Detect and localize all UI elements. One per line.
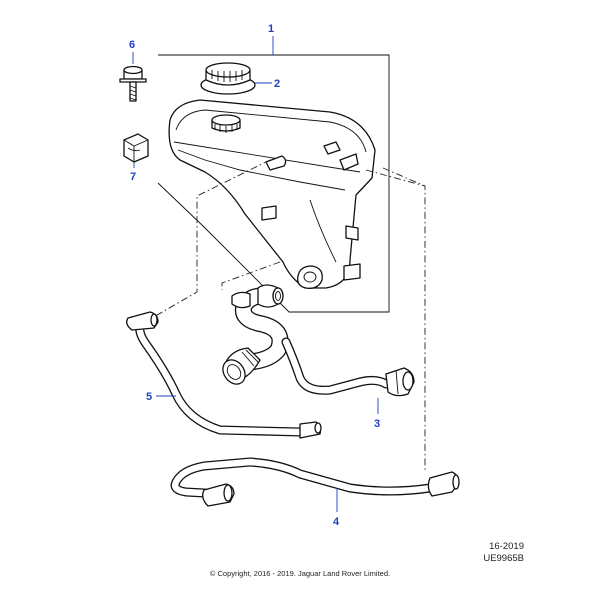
callout-group-1: 1 (157, 23, 390, 313)
copyright-notice: © Copyright, 2016 - 2019. Jaguar Land Ro… (209, 569, 391, 578)
hose-5: 5 (126, 311, 322, 439)
revision-code: 16-2019 (489, 541, 524, 552)
filler-cap: 2 (200, 62, 280, 95)
clip: 7 (123, 133, 149, 183)
callout-7: 7 (130, 171, 136, 183)
callout-4: 4 (333, 516, 340, 528)
hose-4: 4 (170, 457, 460, 528)
expansion-tank (168, 99, 376, 289)
tank-boundary-box (157, 54, 390, 313)
callout-6: 6 (129, 39, 135, 51)
callout-2: 2 (274, 78, 280, 90)
drawing-number: UE9965B (483, 553, 524, 564)
callout-5: 5 (146, 391, 152, 403)
assembly-lines (151, 159, 426, 472)
hose-3: 3 (222, 284, 415, 430)
callout-3: 3 (374, 418, 380, 430)
callout-1: 1 (268, 23, 274, 35)
bolt: 6 (119, 39, 147, 102)
